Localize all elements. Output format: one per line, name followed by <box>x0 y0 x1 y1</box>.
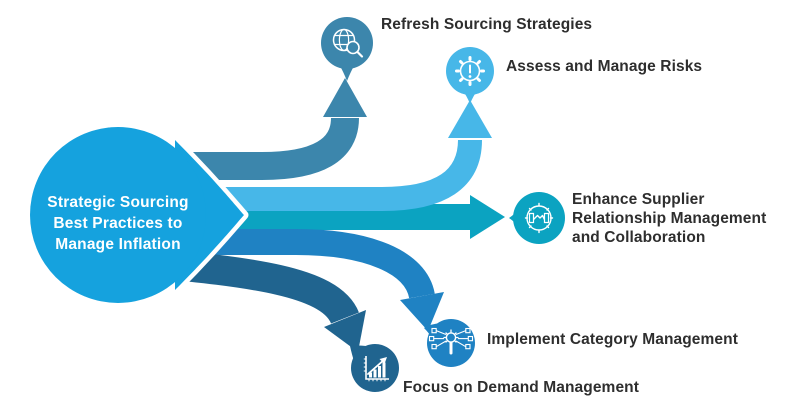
arrowhead-up <box>448 100 492 138</box>
node-assess-risks <box>446 47 494 104</box>
label-refresh-sourcing: Refresh Sourcing Strategies <box>381 16 593 33</box>
center-title-line: Strategic Sourcing <box>47 194 189 211</box>
node-circle <box>321 17 373 69</box>
arrow-to-assess-risks <box>148 100 492 211</box>
arrow-to-refresh-sourcing <box>146 78 367 180</box>
label-enhance-supplier: Enhance Supplier Relationship Management… <box>572 191 767 246</box>
node-implement-category <box>424 319 475 367</box>
arrowhead-down <box>400 292 444 331</box>
center-circle <box>25 122 249 308</box>
arrowhead-right <box>470 195 505 239</box>
center-circle-label: Strategic Sourcing Best Practices to Man… <box>18 192 218 255</box>
node-refresh-sourcing <box>321 17 373 81</box>
arrowhead-up <box>323 78 367 117</box>
node-focus-demand <box>350 344 399 392</box>
node-circle <box>513 192 565 244</box>
center-title-line: Best Practices to <box>53 215 183 232</box>
risk-gear-icon <box>455 56 485 86</box>
center-title-line: Manage Inflation <box>55 236 181 253</box>
arrow-to-implement-category <box>148 229 444 331</box>
label-implement-category: Implement Category Management <box>487 331 738 348</box>
center-circle-body <box>30 127 206 303</box>
globe-search-icon <box>332 28 364 58</box>
handshake-gear-icon <box>524 202 554 234</box>
arrowhead-down <box>324 310 366 352</box>
label-assess-risks: Assess and Manage Risks <box>506 58 703 75</box>
category-network-icon <box>428 327 474 355</box>
node-enhance-supplier <box>509 192 565 244</box>
growth-chart-icon <box>363 356 389 382</box>
label-focus-demand: Focus on Demand Management <box>403 379 639 396</box>
